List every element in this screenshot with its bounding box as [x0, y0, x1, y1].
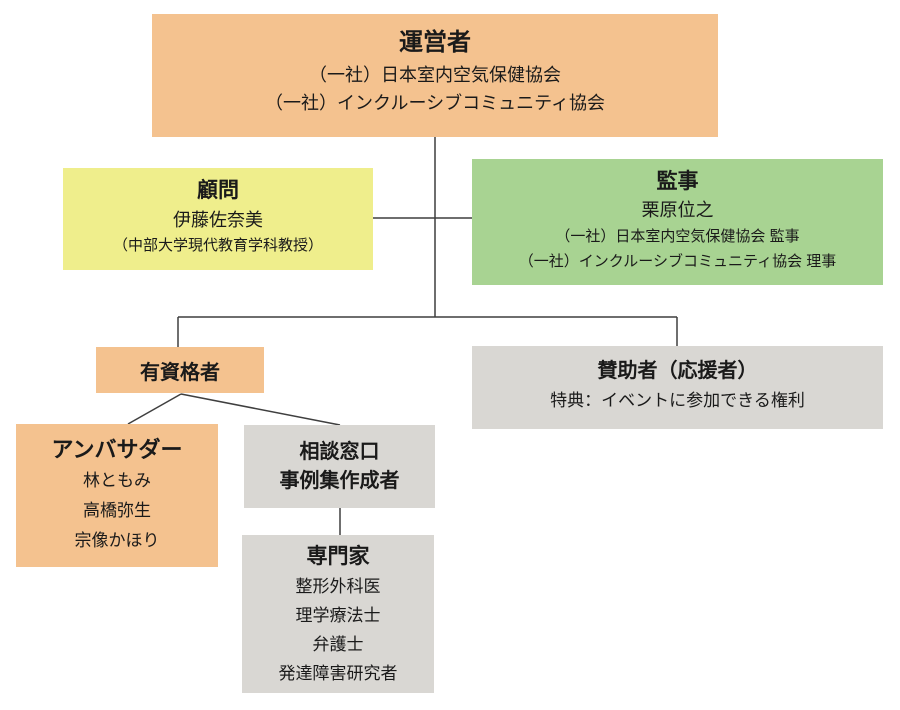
box-auditor-title: 監事 [656, 170, 699, 193]
box-operator-line-2: （一社）インクルーシブコミュニティ協会 [264, 93, 606, 113]
box-expert-title: 専門家 [306, 545, 370, 568]
box-consultation: 相談窓口 事例集作成者 [244, 425, 435, 508]
box-expert-member-3: 弁護士 [312, 635, 364, 654]
box-supporter-title: 賛助者（応援者） [597, 360, 758, 382]
connector-consultation-diagonal [180, 393, 341, 426]
box-expert-member-2: 理学療法士 [295, 606, 381, 625]
box-operator: 運営者 （一社）日本室内空気保健協会 （一社）インクルーシブコミュニティ協会 [152, 14, 718, 137]
box-consultation-title-line-1: 相談窓口 [299, 440, 380, 463]
box-operator-line-1: （一社）日本室内空気保健協会 [309, 65, 561, 85]
box-ambassador-member-1: 林ともみ [83, 471, 151, 490]
box-expert-member-4: 発達障害研究者 [278, 664, 398, 683]
box-supporter-benefit: 特典：イベントに参加できる権利 [550, 391, 805, 410]
box-qualified: 有資格者 [96, 347, 264, 393]
box-expert: 専門家 整形外科医 理学療法士 弁護士 発達障害研究者 [242, 535, 434, 693]
box-advisor-name: 伊藤佐奈美 [173, 210, 263, 230]
box-auditor-line-1: （一社）日本室内空気保健協会 監事 [555, 228, 800, 245]
box-advisor: 顧問 伊藤佐奈美 （中部大学現代教育学科教授） [63, 168, 373, 270]
box-qualified-title: 有資格者 [140, 361, 220, 384]
box-ambassador-member-3: 宗像かほり [74, 531, 160, 550]
box-consultation-title-line-2: 事例集作成者 [279, 469, 400, 492]
box-auditor: 監事 栗原位之 （一社）日本室内空気保健協会 監事 （一社）インクルーシブコミュ… [472, 159, 883, 285]
box-advisor-affiliation: （中部大学現代教育学科教授） [112, 237, 323, 254]
box-ambassador: アンバサダー 林ともみ 高橋弥生 宗像かほり [16, 424, 218, 567]
box-ambassador-member-2: 高橋弥生 [83, 501, 151, 520]
connector-ambassador-diagonal [127, 393, 182, 425]
box-ambassador-title: アンバサダー [51, 437, 183, 462]
box-advisor-title: 顧問 [197, 179, 239, 202]
box-auditor-name: 栗原位之 [641, 200, 714, 220]
box-auditor-line-2: （一社）インクルーシブコミュニティ協会 理事 [518, 253, 837, 270]
box-expert-member-1: 整形外科医 [295, 577, 381, 596]
box-supporter: 賛助者（応援者） 特典：イベントに参加できる権利 [472, 346, 883, 429]
box-operator-title: 運営者 [399, 29, 471, 56]
